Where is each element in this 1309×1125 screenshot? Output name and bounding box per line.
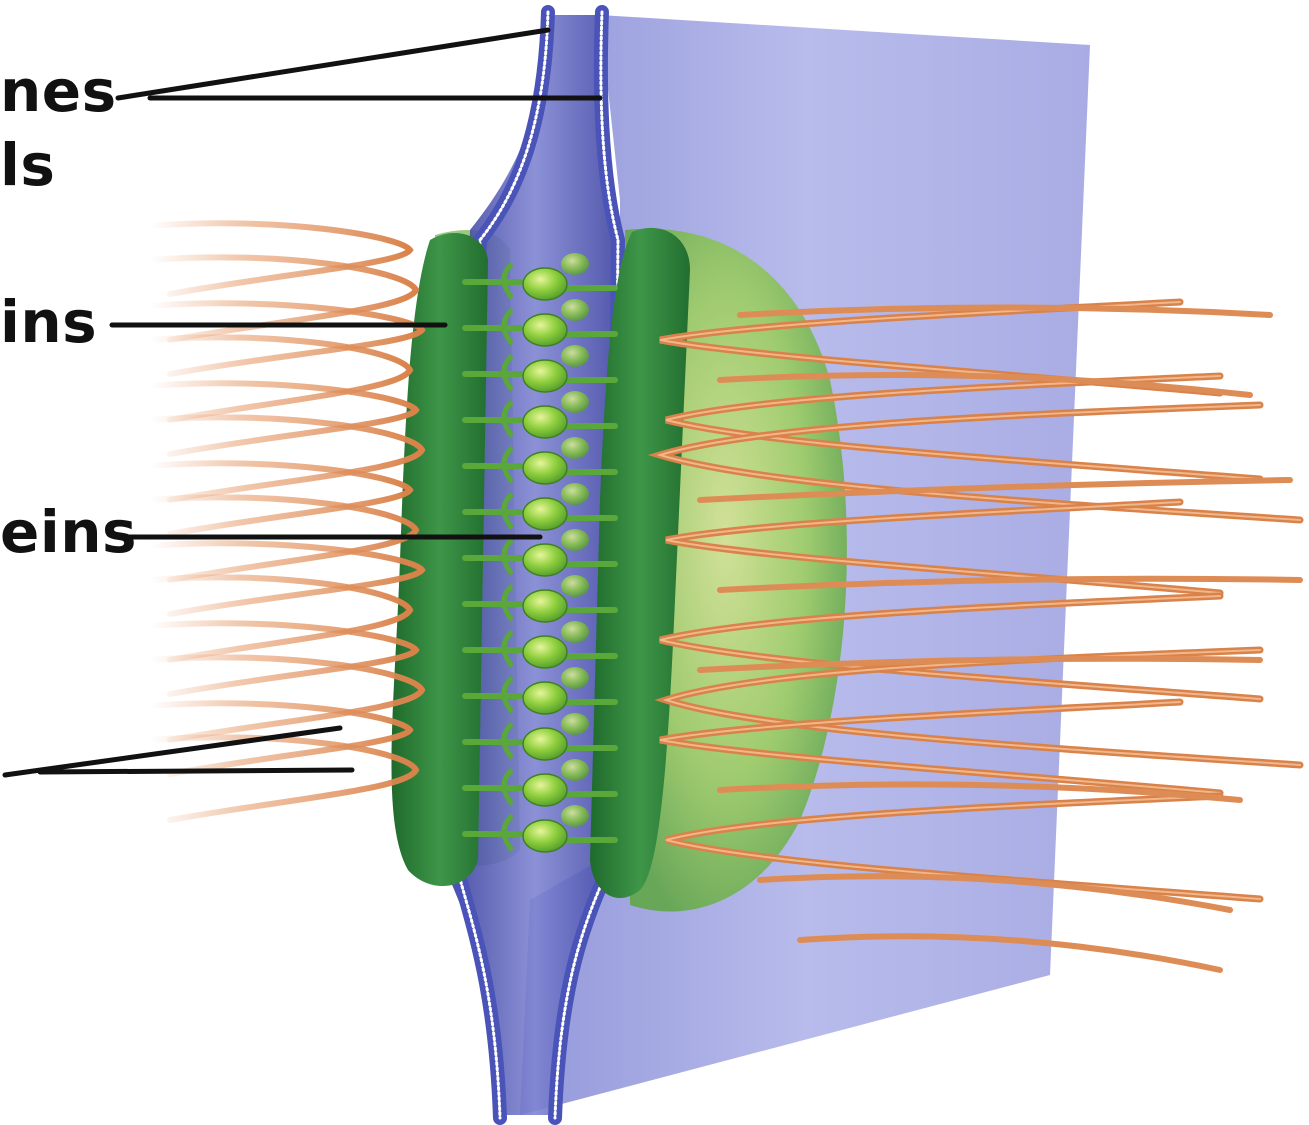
filament-loop — [150, 657, 422, 740]
filament-loop — [150, 337, 410, 420]
intermediate-filaments-left — [150, 223, 422, 820]
leader-membrane-1 — [118, 30, 548, 98]
filament-loop — [150, 257, 416, 340]
leader-filament-2 — [40, 770, 352, 772]
label-membranes: nes — [0, 62, 117, 120]
label-linker-proteins: eins — [0, 503, 137, 561]
label-walls: ls — [0, 136, 55, 194]
filament-loop — [150, 417, 422, 500]
filament-loop — [150, 577, 410, 660]
label-plaque-proteins: ins — [0, 293, 97, 351]
